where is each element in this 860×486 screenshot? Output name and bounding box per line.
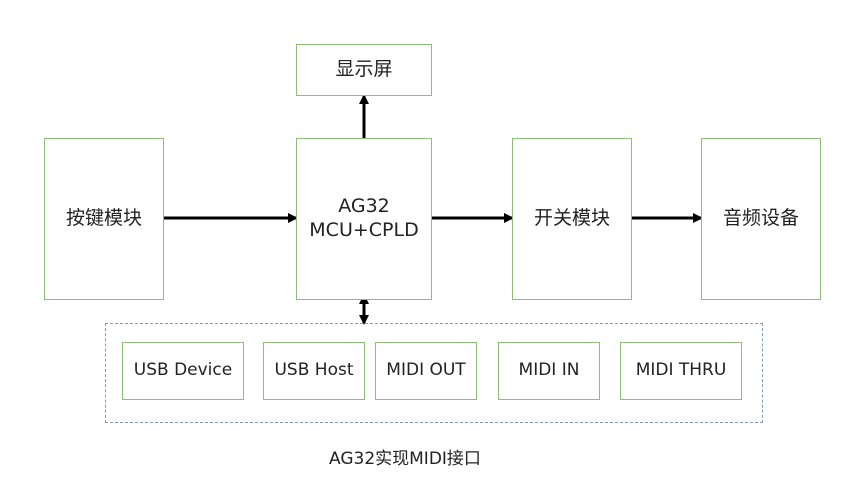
display-label: 显示屏 xyxy=(335,58,393,81)
switch-block: 开关模块 xyxy=(512,138,632,300)
keys-label: 按键模块 xyxy=(65,207,142,230)
audio-label: 音频设备 xyxy=(722,207,799,230)
mcu-block: AG32 MCU+CPLD xyxy=(296,138,432,300)
diagram-caption: AG32实现MIDI接口 xyxy=(329,449,481,469)
audio-block: 音频设备 xyxy=(701,138,821,300)
interface-label: USB Device xyxy=(133,360,233,381)
switch-label: 开关模块 xyxy=(533,207,610,230)
interface-midi-thru: MIDI THRU xyxy=(620,342,742,400)
display-block: 显示屏 xyxy=(296,44,432,96)
interface-label: MIDI THRU xyxy=(635,360,727,381)
keys-block: 按键模块 xyxy=(44,138,164,300)
interface-usb-host: USB Host xyxy=(263,342,365,400)
interface-usb-device: USB Device xyxy=(122,342,244,400)
interface-label: MIDI IN xyxy=(518,360,580,381)
interface-label: USB Host xyxy=(274,360,354,381)
mcu-label: AG32 MCU+CPLD xyxy=(309,195,419,241)
interface-midi-in: MIDI IN xyxy=(498,342,600,400)
interface-label: MIDI OUT xyxy=(386,360,466,381)
interfaces-group xyxy=(105,323,763,423)
interface-midi-out: MIDI OUT xyxy=(375,342,477,400)
